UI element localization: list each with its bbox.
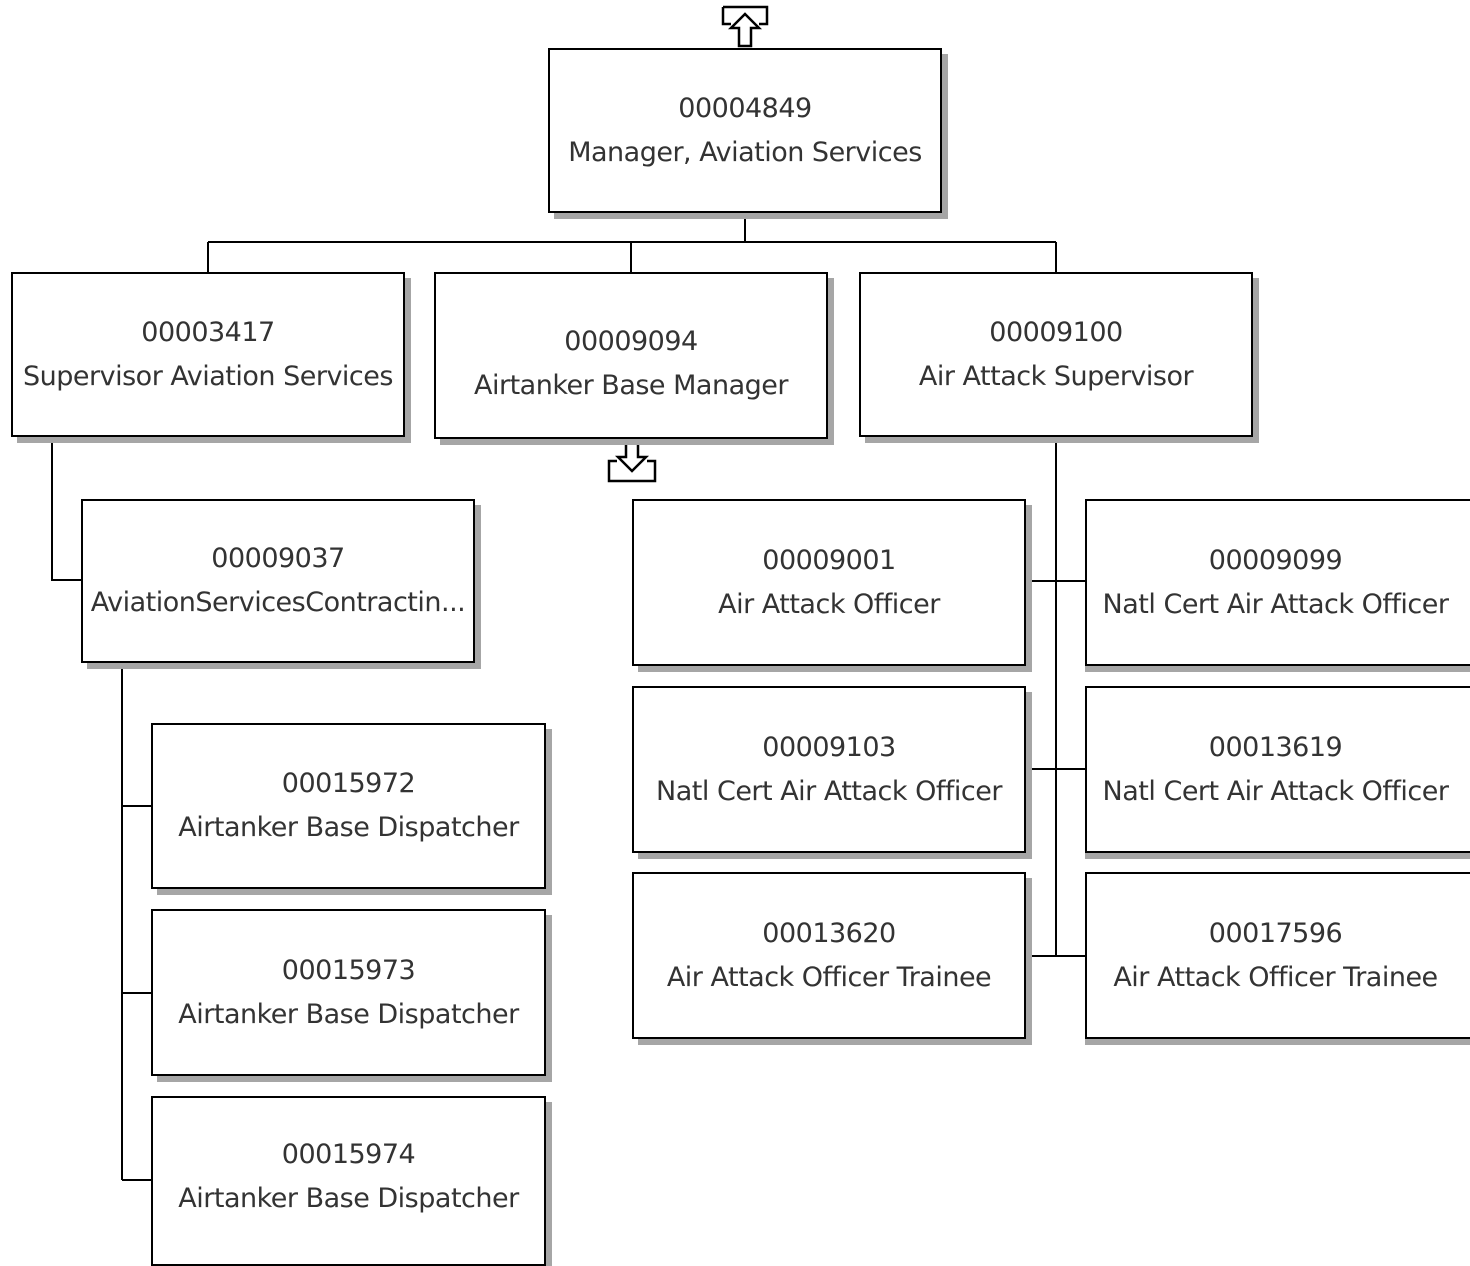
position-title: Airtanker Base Dispatcher: [178, 998, 519, 1030]
arrow-up-icon[interactable]: [721, 5, 769, 48]
position-box-officer-13619[interactable]: 00013619 Natl Cert Air Attack Officer: [1085, 686, 1470, 853]
position-number: 00009100: [989, 316, 1123, 348]
position-title: Natl Cert Air Attack Officer: [1102, 588, 1449, 620]
position-box-officer-9099[interactable]: 00009099 Natl Cert Air Attack Officer: [1085, 499, 1470, 666]
position-box-manager[interactable]: 00004849 Manager, Aviation Services: [548, 48, 942, 213]
position-title: Supervisor Aviation Services: [23, 360, 393, 392]
position-number: 00004849: [678, 92, 812, 124]
position-title: Air Attack Officer: [718, 588, 940, 620]
arrow-down-icon[interactable]: [607, 438, 657, 483]
position-number: 00009094: [564, 325, 698, 357]
position-box-officer-9001[interactable]: 00009001 Air Attack Officer: [632, 499, 1026, 666]
position-title: Natl Cert Air Attack Officer: [1102, 775, 1449, 807]
position-box-dispatcher-3[interactable]: 00015974 Airtanker Base Dispatcher: [151, 1096, 546, 1266]
position-number: 00015974: [281, 1139, 416, 1170]
position-number: 00013620: [762, 917, 896, 949]
connector-supervisor-to-contracting: [51, 436, 83, 581]
position-number: 00003417: [141, 316, 275, 348]
position-title: Air Attack Officer Trainee: [1113, 961, 1438, 993]
position-box-trainee-17596[interactable]: 00017596 Air Attack Officer Trainee: [1085, 872, 1470, 1039]
position-box-dispatcher-2[interactable]: 00015973 Airtanker Base Dispatcher: [151, 909, 546, 1076]
position-title: Airtanker Base Dispatcher: [178, 1183, 519, 1214]
position-title: Natl Cert Air Attack Officer: [656, 775, 1002, 807]
position-number: 00017596: [1208, 917, 1343, 949]
position-title: Airtanker Base Dispatcher: [178, 812, 519, 843]
position-number: 00009099: [1208, 544, 1343, 576]
position-title: Airtanker Base Manager: [474, 369, 788, 401]
position-title: AviationServicesContractin...: [90, 587, 466, 618]
position-box-air-attack-supervisor[interactable]: 00009100 Air Attack Supervisor: [859, 272, 1253, 437]
position-number: 00009103: [762, 731, 896, 763]
position-title: Air Attack Supervisor: [918, 360, 1194, 392]
position-number: 00013619: [1208, 731, 1343, 763]
position-box-trainee-13620[interactable]: 00013620 Air Attack Officer Trainee: [632, 872, 1026, 1039]
position-title: Air Attack Officer Trainee: [666, 961, 992, 993]
position-number: 00009001: [762, 544, 896, 576]
position-box-officer-9103[interactable]: 00009103 Natl Cert Air Attack Officer: [632, 686, 1026, 853]
position-title: Manager, Aviation Services: [568, 136, 922, 168]
position-box-dispatcher-1[interactable]: 00015972 Airtanker Base Dispatcher: [151, 723, 546, 889]
position-number: 00009037: [211, 543, 345, 574]
position-number: 00015972: [281, 768, 416, 799]
position-box-contracting[interactable]: 00009037 AviationServicesContractin...: [81, 499, 475, 663]
position-number: 00015973: [281, 954, 416, 986]
position-box-supervisor-aviation[interactable]: 00003417 Supervisor Aviation Services: [11, 272, 405, 437]
position-box-airtanker-base-manager[interactable]: 00009094 Airtanker Base Manager: [434, 272, 828, 439]
